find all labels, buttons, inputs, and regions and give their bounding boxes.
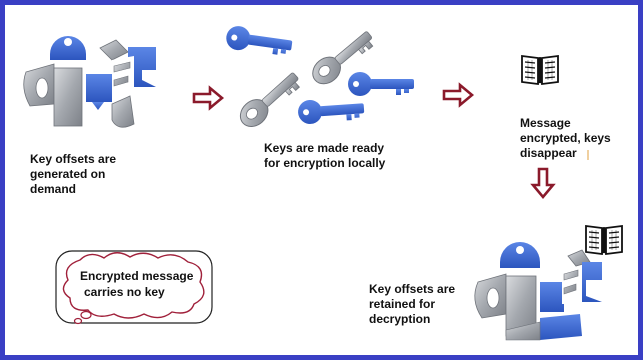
key-fragment-icon — [111, 95, 135, 128]
key-fragment-icon — [540, 282, 564, 312]
open-book-icon — [521, 55, 559, 85]
key-icon — [224, 24, 294, 58]
step-encrypted-caption: Message encrypted, keys disappear — [520, 116, 611, 160]
step-generated-caption: Key offsets are generated on demand — [30, 152, 117, 196]
key-offsets-cluster-top — [23, 36, 156, 128]
down-arrow-icon — [531, 167, 555, 199]
cloud-shape — [62, 252, 205, 319]
cloud-bubble — [80, 310, 92, 320]
key-fragment-icon — [505, 275, 537, 337]
cloud-bubble — [73, 317, 83, 325]
thought-cloud: Encrypted message carries no key — [55, 250, 213, 325]
key-fragment-icon — [540, 314, 582, 340]
step-retained-caption: Key offsets are retained for decryption — [369, 282, 456, 326]
step-ready-caption-line1: Keys are made ready — [264, 141, 384, 155]
key-icon — [348, 72, 414, 96]
open-book-icon — [585, 225, 623, 255]
key-icon — [234, 66, 305, 133]
ready-keys-cluster — [224, 24, 414, 133]
right-arrow-icon — [442, 83, 474, 107]
key-fragment-icon — [86, 74, 112, 102]
cloud-text-line2: carries no key — [84, 285, 165, 299]
cloud-text-line1: Encrypted message — [80, 269, 194, 283]
right-arrow-icon — [192, 86, 224, 110]
key-offsets-cluster-bottom — [474, 242, 602, 341]
step-ready-caption-line2: for encryption locally — [264, 156, 386, 170]
key-fragment-icon — [500, 242, 540, 268]
key-fragment-icon — [53, 67, 83, 127]
key-icon — [297, 96, 365, 125]
key-fragment-icon — [50, 36, 86, 60]
key-fragment-icon — [99, 39, 129, 61]
